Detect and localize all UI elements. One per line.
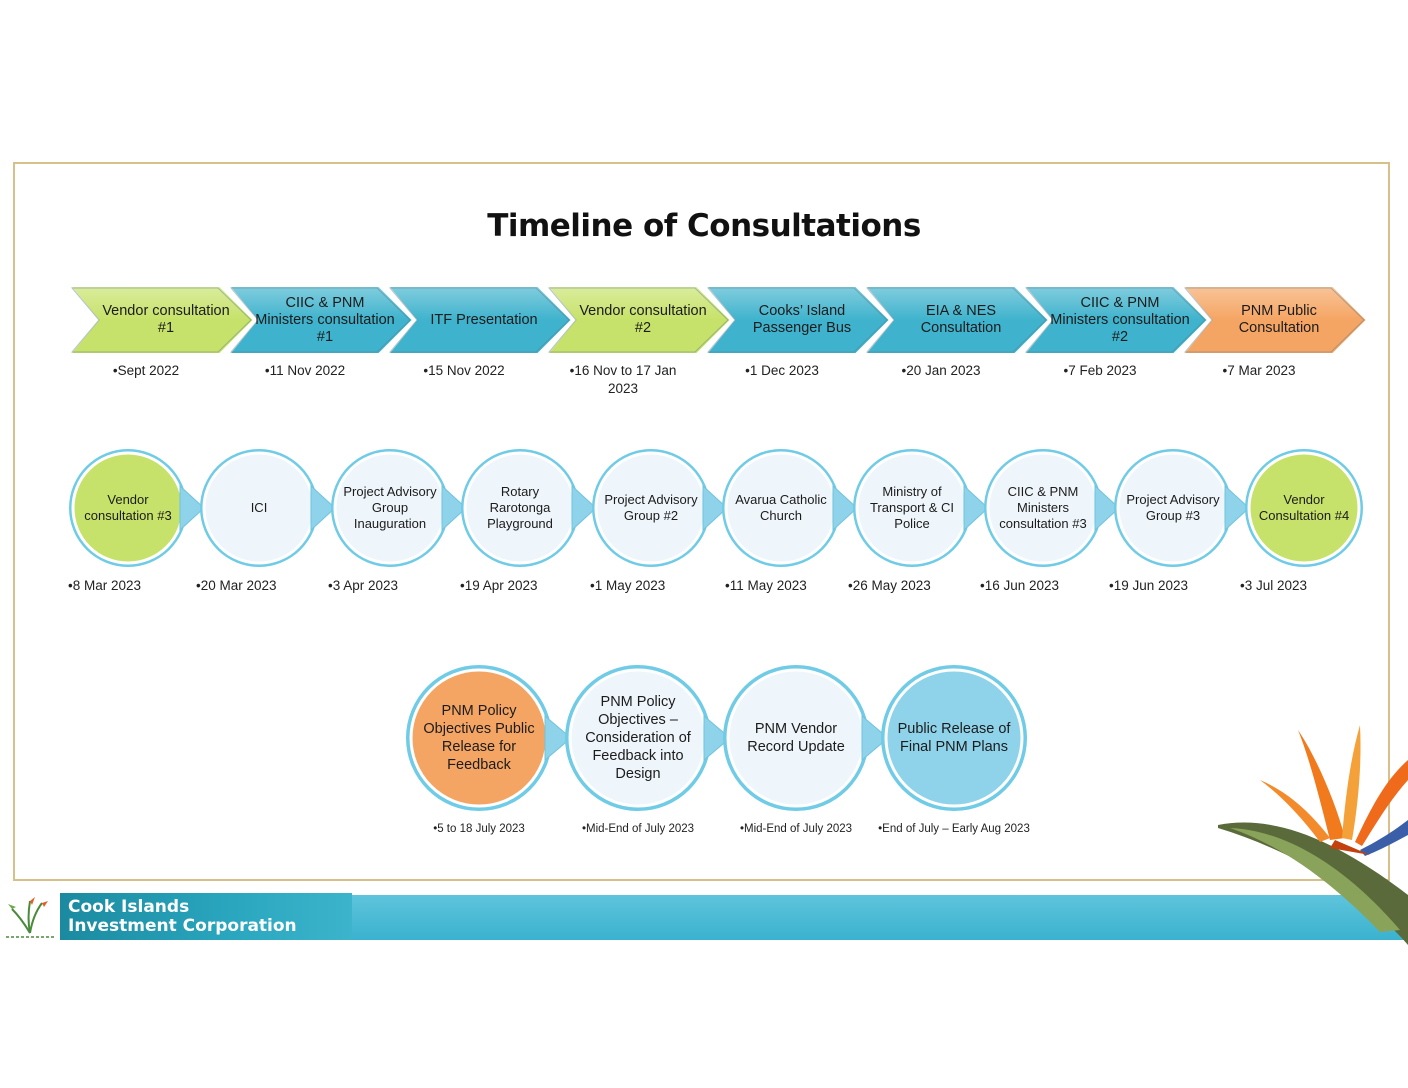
step-date: •16 Nov to 17 Jan 2023 xyxy=(569,363,677,396)
step-date: •1 May 2023 xyxy=(590,578,666,593)
circle-step: Project Advisory Group #2 xyxy=(589,446,728,570)
phase-date: •5 to 18 July 2023 xyxy=(433,823,525,835)
step-date: •19 Apr 2023 xyxy=(460,578,538,593)
cook-islands-logo-icon xyxy=(2,893,58,941)
circle-step: Project Advisory Group Inauguration xyxy=(328,446,467,570)
step-date: •11 Nov 2022 xyxy=(264,363,346,378)
chevron-step: CIIC & PNM Ministers consultation #1 xyxy=(227,284,415,356)
step-date: •20 Mar 2023 xyxy=(196,578,277,593)
chevron-step-label: Cooks’ Island Passenger Bus xyxy=(752,303,852,336)
phase-date: •End of July – Early Aug 2023 xyxy=(878,823,1030,835)
chevron-step-label: CIIC & PNM Ministers consultation #1 xyxy=(255,294,395,345)
step-date: •20 Jan 2023 xyxy=(901,363,981,378)
circle-step: Avarua Catholic Church xyxy=(719,446,858,570)
step-date: •3 Apr 2023 xyxy=(328,578,399,593)
circle-step-label: Rotary Rarotonga Playground xyxy=(487,484,553,531)
step-date: •11 May 2023 xyxy=(725,578,807,593)
phase-circle: PNM Policy Objectives – Consideration of… xyxy=(562,662,731,814)
slide-frame xyxy=(13,162,1390,881)
phase-circle: Public Release of Final PNM Plans xyxy=(878,662,1030,814)
phase-circle: PNM Vendor Record Update xyxy=(720,662,889,814)
circle-step-label: Project Advisory Group #3 xyxy=(1126,492,1220,523)
chevron-step-label: Vendor consultation #2 xyxy=(579,303,707,336)
circle-step-label: Project Advisory Group #2 xyxy=(604,492,698,523)
step-date: •19 Jun 2023 xyxy=(1109,578,1189,593)
step-date: •7 Mar 2023 xyxy=(1222,363,1296,378)
chevron-step-label: Vendor consultation #1 xyxy=(102,303,230,336)
circle-step: Ministry of Transport & CI Police xyxy=(850,446,989,570)
phase-date: •Mid-End of July 2023 xyxy=(581,823,695,835)
step-date: •7 Feb 2023 xyxy=(1063,363,1137,378)
bird-of-paradise-flower-icon xyxy=(1210,720,1408,945)
chevron-step: Cooks’ Island Passenger Bus xyxy=(704,284,892,356)
chevron-step: CIIC & PNM Ministers consultation #2 xyxy=(1022,284,1210,356)
chevron-step-label: EIA & NES Consultation xyxy=(920,303,1002,336)
step-date: •26 May 2023 xyxy=(848,578,931,593)
step-date: •8 Mar 2023 xyxy=(68,578,142,593)
step-date: •Sept 2022 xyxy=(112,363,180,378)
circle-step: Vendor Consultation #4 xyxy=(1242,446,1366,570)
phase-circle-label: Public Release of Final PNM Plans xyxy=(897,721,1011,755)
chevron-step-label: CIIC & PNM Ministers consultation #2 xyxy=(1050,294,1190,345)
chevron-step: Vendor consultation #2 xyxy=(545,284,733,356)
circle-step: Rotary Rarotonga Playground xyxy=(458,446,597,570)
footer-bar xyxy=(352,895,1408,940)
step-date: •15 Nov 2022 xyxy=(423,363,505,378)
circle-step-label: Ministry of Transport & CI Police xyxy=(869,484,955,531)
phase-circle-label: PNM Policy Objectives Public Release for… xyxy=(423,703,535,773)
brand-line-1: Cook Islands xyxy=(68,897,190,917)
step-date: •3 Jul 2023 xyxy=(1240,578,1308,593)
phase-circle-label: PNM Vendor Record Update xyxy=(747,721,845,755)
chevron-step: PNM Public Consultation xyxy=(1181,284,1369,356)
step-date: •1 Dec 2023 xyxy=(745,363,819,378)
chevron-step-label: PNM Public Consultation xyxy=(1238,303,1320,336)
circle-step: Vendor consultation #3 xyxy=(66,446,205,570)
chevron-step-label: ITF Presentation xyxy=(430,311,538,328)
phase-date: •Mid-End of July 2023 xyxy=(739,823,853,835)
circle-step-label: Avarua Catholic Church xyxy=(735,492,827,523)
circle-step-label: Project Advisory Group Inauguration xyxy=(343,484,437,531)
circle-step-label: Vendor Consultation #4 xyxy=(1258,492,1350,523)
circle-step-label: Vendor consultation #3 xyxy=(84,492,172,523)
chevron-step: EIA & NES Consultation xyxy=(863,284,1051,356)
brand-line-2: Investment Corporation xyxy=(68,916,297,936)
circle-step: ICI xyxy=(197,446,336,570)
phase-circle-label: PNM Policy Objectives – Consideration of… xyxy=(585,694,691,782)
chevron-step: Vendor consultation #1 xyxy=(68,284,256,356)
circle-step-label: ICI xyxy=(250,500,268,515)
circle-step: Project Advisory Group #3 xyxy=(1111,446,1250,570)
step-date: •16 Jun 2023 xyxy=(980,578,1060,593)
page-title: Timeline of Consultations xyxy=(487,208,921,244)
phase-circle: PNM Policy Objectives Public Release for… xyxy=(403,662,572,814)
brand-banner: Cook Islands Investment Corporation xyxy=(60,893,352,940)
chevron-step: ITF Presentation xyxy=(386,284,574,356)
circle-step-label: CIIC & PNM Ministers consultation #3 xyxy=(999,484,1087,531)
circle-step: CIIC & PNM Ministers consultation #3 xyxy=(981,446,1120,570)
